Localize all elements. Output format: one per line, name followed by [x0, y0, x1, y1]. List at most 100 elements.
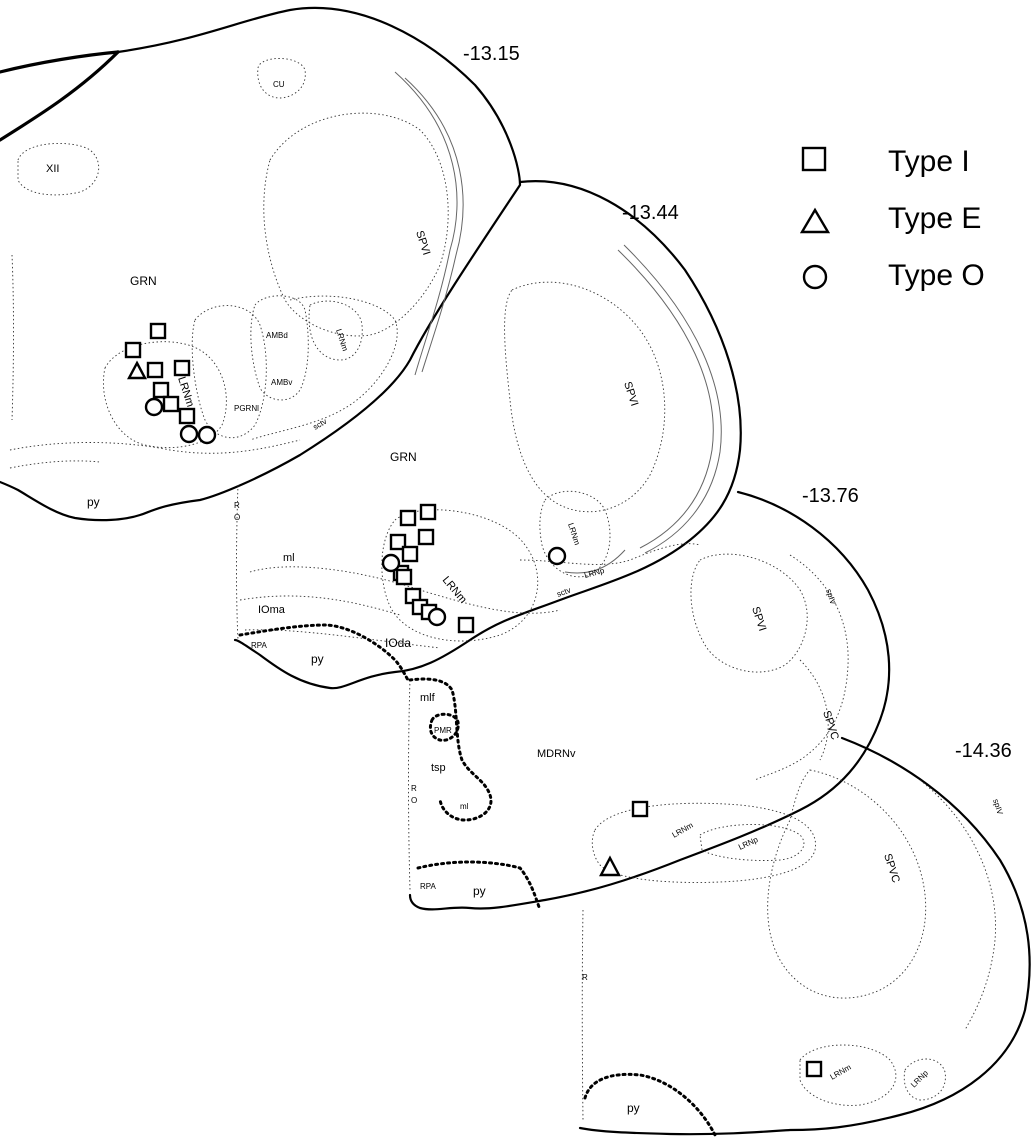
level-label-13-76: -13.76 [802, 485, 859, 507]
level-label-13-15: -13.15 [463, 43, 520, 65]
section2-label-lrnm-lateral: LRNm [566, 522, 582, 547]
section1-label-pgrnl: PGRNl [234, 404, 259, 413]
section3-label-rpa: RPA [420, 882, 437, 891]
section2-label-ioma: IOma [258, 604, 286, 616]
section1-cu-outline [258, 58, 306, 98]
section1-label-ambv: AMBv [271, 378, 292, 387]
section1-ventral-boundary-2 [10, 461, 100, 468]
section3-label-tsp: tsp [431, 762, 446, 774]
type-i-marker [421, 505, 435, 519]
type-i-marker [154, 383, 168, 397]
section2-label-ioda: IOda [385, 636, 411, 650]
section1-medial-boundary [12, 255, 14, 420]
section3-lrn-region [592, 803, 815, 882]
section1-label-cu: CU [273, 80, 285, 89]
section2-label-grn: GRN [390, 450, 417, 464]
section1-pgrnl-region [192, 306, 266, 438]
type-i-marker [403, 547, 417, 561]
section2-label-spvi: SPVI [621, 380, 640, 408]
legend-label-type-e: Type E [888, 202, 981, 235]
section2-label-lrnm: LRNm [440, 574, 469, 606]
legend: Type I Type E Type O [802, 145, 985, 292]
section3-label-mlf: mlf [420, 692, 436, 704]
section2-label-r: R [234, 501, 240, 510]
section-13-76: SPVI spIV SPVC MDRNv mlf PMR tsp ml LRNm… [409, 492, 890, 910]
section3-label-py: py [473, 884, 486, 898]
level-label-14-36: -14.36 [955, 740, 1012, 762]
section1-label-sctv: sctv [312, 417, 329, 432]
section2-label-py: py [311, 652, 324, 666]
section3-midline [409, 680, 411, 890]
type-i-marker [401, 511, 415, 525]
type-o-marker [383, 555, 399, 571]
section2-spvi-outline [505, 282, 665, 512]
section2-label-lrnp: LRNp [583, 566, 606, 580]
neuron-markers [126, 324, 821, 1076]
section1-label-ambd: AMBd [266, 331, 288, 340]
section4-outline [580, 738, 1030, 1134]
section3-label-o: O [411, 796, 417, 805]
section2-py-boundary [240, 625, 408, 680]
type-i-marker [807, 1062, 821, 1076]
section4-label-lrnp: LRNp [909, 1068, 930, 1089]
section1-label-spvi: SPVI [413, 229, 432, 257]
section3-label-pmr: PMR [434, 726, 452, 735]
type-i-marker [397, 570, 411, 584]
section4-label-r: R [582, 973, 588, 982]
section2-outline [235, 181, 741, 688]
type-i-marker [459, 618, 473, 632]
type-i-marker [151, 324, 165, 338]
type-e-marker [129, 363, 145, 378]
section1-outline [0, 8, 520, 520]
section2-label-rpa: RPA [251, 641, 268, 650]
section3-label-ml: ml [460, 802, 469, 811]
type-i-marker [419, 530, 433, 544]
type-i-marker [126, 343, 140, 357]
section4-label-spvc: SPVC [881, 852, 902, 884]
legend-triangle-icon [802, 210, 828, 232]
section3-label-spvi: SPVI [749, 605, 768, 633]
type-o-marker [429, 609, 445, 625]
section3-label-spiv: spIV [824, 588, 838, 607]
type-i-marker [175, 361, 189, 375]
section3-label-r: R [411, 784, 417, 793]
section3-outline [410, 492, 889, 909]
legend-circle-icon [804, 266, 826, 288]
section2-lateral-boundary [520, 544, 700, 565]
type-o-marker [199, 427, 215, 443]
section1-ventral-boundary [10, 440, 300, 453]
section-13-15: CU XII SPVI GRN AMBd AMBv LRNm LRNm PGRN… [0, 8, 520, 520]
section1-label-lrnm-lateral: LRNm [334, 328, 350, 353]
section1-spvi-outline [264, 113, 448, 336]
section1-label-grn: GRN [130, 274, 157, 288]
section4-label-py: py [627, 1101, 640, 1115]
type-o-marker [181, 426, 197, 442]
legend-square-icon [803, 148, 825, 170]
section4-label-spiv: spIV [991, 798, 1005, 817]
section1-dorsal-edge-2 [0, 52, 118, 140]
section-14-36: SPVC spIV R LRNm LRNp py [580, 738, 1030, 1135]
section4-sp5-boundary [920, 780, 996, 1030]
level-label-13-44: -13.44 [622, 202, 679, 224]
section2-label-o: O [234, 513, 240, 522]
type-i-marker [164, 397, 178, 411]
section2-label-ml: ml [283, 552, 295, 564]
section3-sp5-boundary [755, 555, 848, 780]
type-e-marker [601, 858, 619, 875]
type-o-marker [146, 399, 162, 415]
section4-py-boundary [585, 1074, 715, 1135]
section3-spvc-boundary [800, 660, 828, 760]
section1-label-py: py [87, 495, 100, 509]
type-i-marker [180, 409, 194, 423]
type-i-marker [148, 363, 162, 377]
section-13-44: SPVI GRN LRNm LRNm LRNp sctv ml IOma IOd… [234, 181, 741, 688]
section1-label-xii: XII [46, 163, 59, 175]
section4-label-lrnm: LRNm [829, 1062, 853, 1081]
type-o-marker [549, 548, 565, 564]
section1-spv-tract-inner [405, 78, 463, 372]
section3-spvi-outline [691, 554, 807, 672]
type-i-marker [633, 802, 647, 816]
section4-spvc-outline [768, 770, 926, 998]
